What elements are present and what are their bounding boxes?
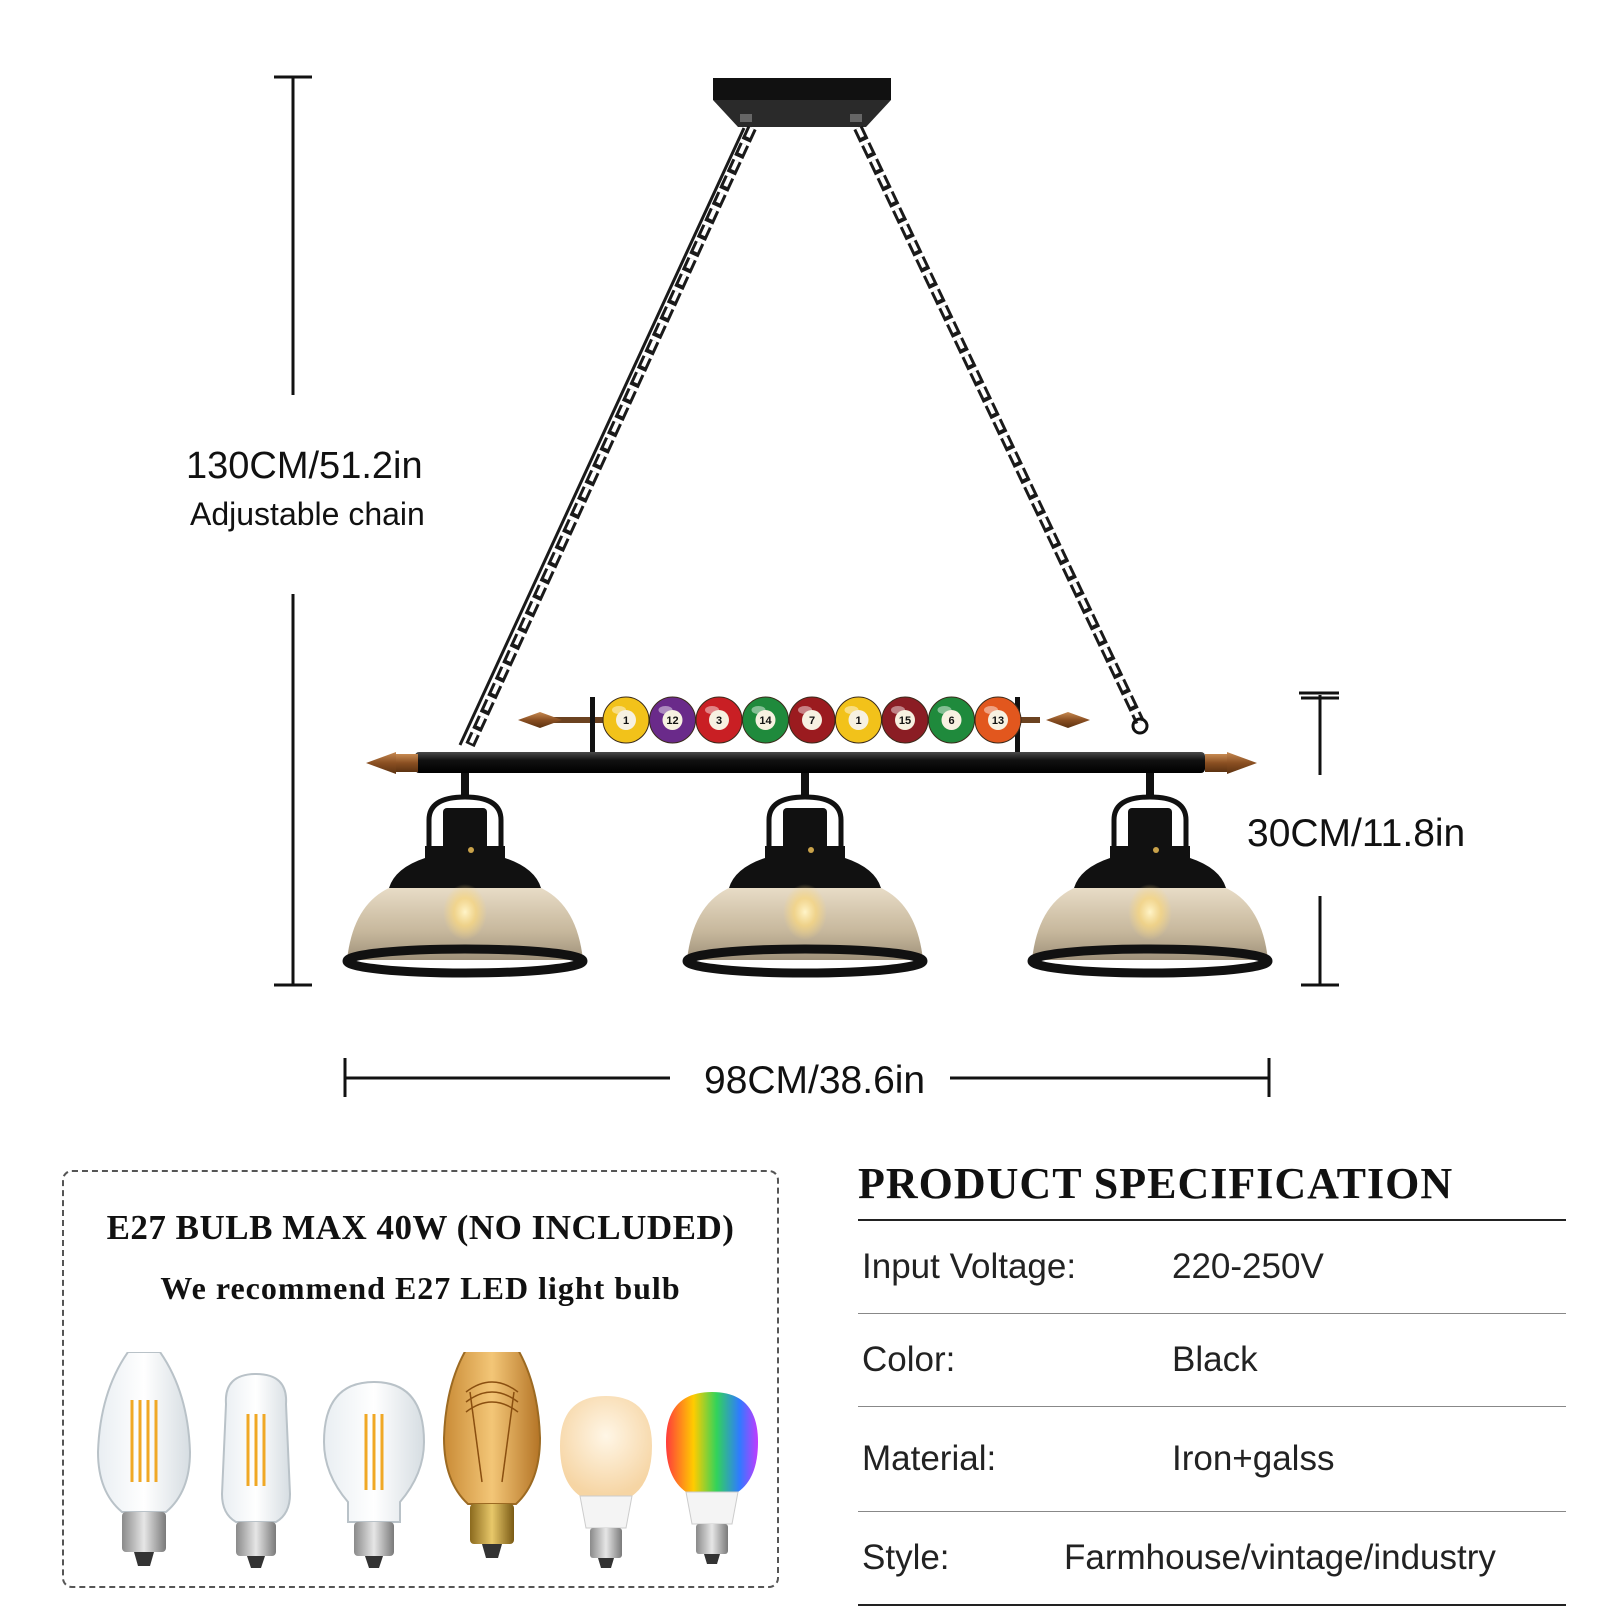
billiard-ball-number: 7: [809, 715, 815, 727]
width-dimension-label: 98CM/38.6in: [692, 1059, 938, 1103]
billiard-ball: 15: [881, 696, 929, 744]
spec-label: Style:: [862, 1538, 950, 1577]
billiard-ball-number: 15: [899, 715, 911, 727]
pendant-lamp-left: [342, 773, 588, 978]
spec-row-color: Color: Black: [858, 1314, 1566, 1407]
height-dimension-label: 130CM/51.2in: [186, 445, 423, 487]
billiard-ball-number: 3: [716, 715, 722, 727]
billiard-ball-number: 14: [759, 715, 772, 727]
billiard-ball-number: 6: [948, 715, 954, 727]
ceiling-canopy: [713, 78, 891, 127]
billiard-ball: 12: [649, 696, 696, 744]
billiard-ball: 13: [974, 696, 1022, 744]
bulb-recommendation-panel: E27 BULB MAX 40W (NO INCLUDED) We recomm…: [62, 1170, 779, 1588]
billiard-ball-number: 1: [623, 715, 629, 727]
rgb-led-bulb-icon: [666, 1392, 758, 1564]
spec-title: PRODUCT SPECIFICATION: [858, 1159, 1454, 1208]
width-dimension-line: [343, 1058, 1271, 1097]
main-bar: [366, 752, 1257, 774]
bulb-panel-title: E27 BULB MAX 40W (NO INCLUDED): [106, 1208, 735, 1247]
spec-row-style: Style: Farmhouse/vintage/industry: [858, 1512, 1566, 1606]
billiard-ball-number: 12: [666, 715, 678, 727]
spec-label: Material:: [862, 1439, 997, 1478]
spec-value: 220-250V: [1172, 1247, 1324, 1286]
st64-filament-bulb-icon: [96, 1352, 192, 1566]
drop-dimension-label: 30CM/11.8in: [1247, 812, 1466, 855]
t45-filament-bulb-icon: [220, 1372, 292, 1568]
billiard-ball: 6: [928, 696, 975, 744]
height-dimension-line: [274, 75, 312, 987]
product-specification: PRODUCT SPECIFICATION Input Voltage: 220…: [858, 1158, 1566, 1606]
billiard-ball: 1: [602, 696, 650, 744]
billiard-ball-number: 1: [855, 715, 861, 727]
spec-label: Color:: [862, 1340, 956, 1379]
spec-row-material: Material: Iron+galss: [858, 1407, 1566, 1512]
spec-value: Farmhouse/vintage/industry: [1064, 1538, 1496, 1577]
spec-value: Black: [1172, 1340, 1258, 1379]
left-chain: [458, 125, 757, 748]
pendant-lamp-right: [1027, 773, 1273, 978]
billiard-balls: 1 12 3 14 7 1 15 6 13: [602, 696, 1022, 744]
billiard-ball: 7: [788, 696, 836, 744]
drop-dimension-line: [1299, 691, 1339, 987]
pendant-lamp-center: [682, 773, 928, 978]
spec-value: Iron+galss: [1172, 1439, 1335, 1478]
billiard-ball: 14: [742, 696, 789, 744]
bulb-illustrations: [96, 1352, 758, 1568]
billiard-ball: 1: [835, 696, 882, 744]
warm-led-bulb-icon: [560, 1396, 652, 1568]
billiard-ball-number: 13: [992, 715, 1004, 727]
height-dimension-note: Adjustable chain: [190, 496, 425, 532]
spec-divider: [858, 1219, 1566, 1221]
a19-filament-bulb-icon: [322, 1380, 426, 1568]
billiard-ball: 3: [695, 696, 743, 744]
spec-row-input-voltage: Input Voltage: 220-250V: [858, 1221, 1566, 1314]
bulb-panel-note: We recommend E27 LED light bulb: [160, 1270, 681, 1306]
amber-edison-bulb-icon: [442, 1352, 542, 1558]
right-chain: [853, 125, 1149, 735]
spec-label: Input Voltage:: [862, 1247, 1077, 1286]
